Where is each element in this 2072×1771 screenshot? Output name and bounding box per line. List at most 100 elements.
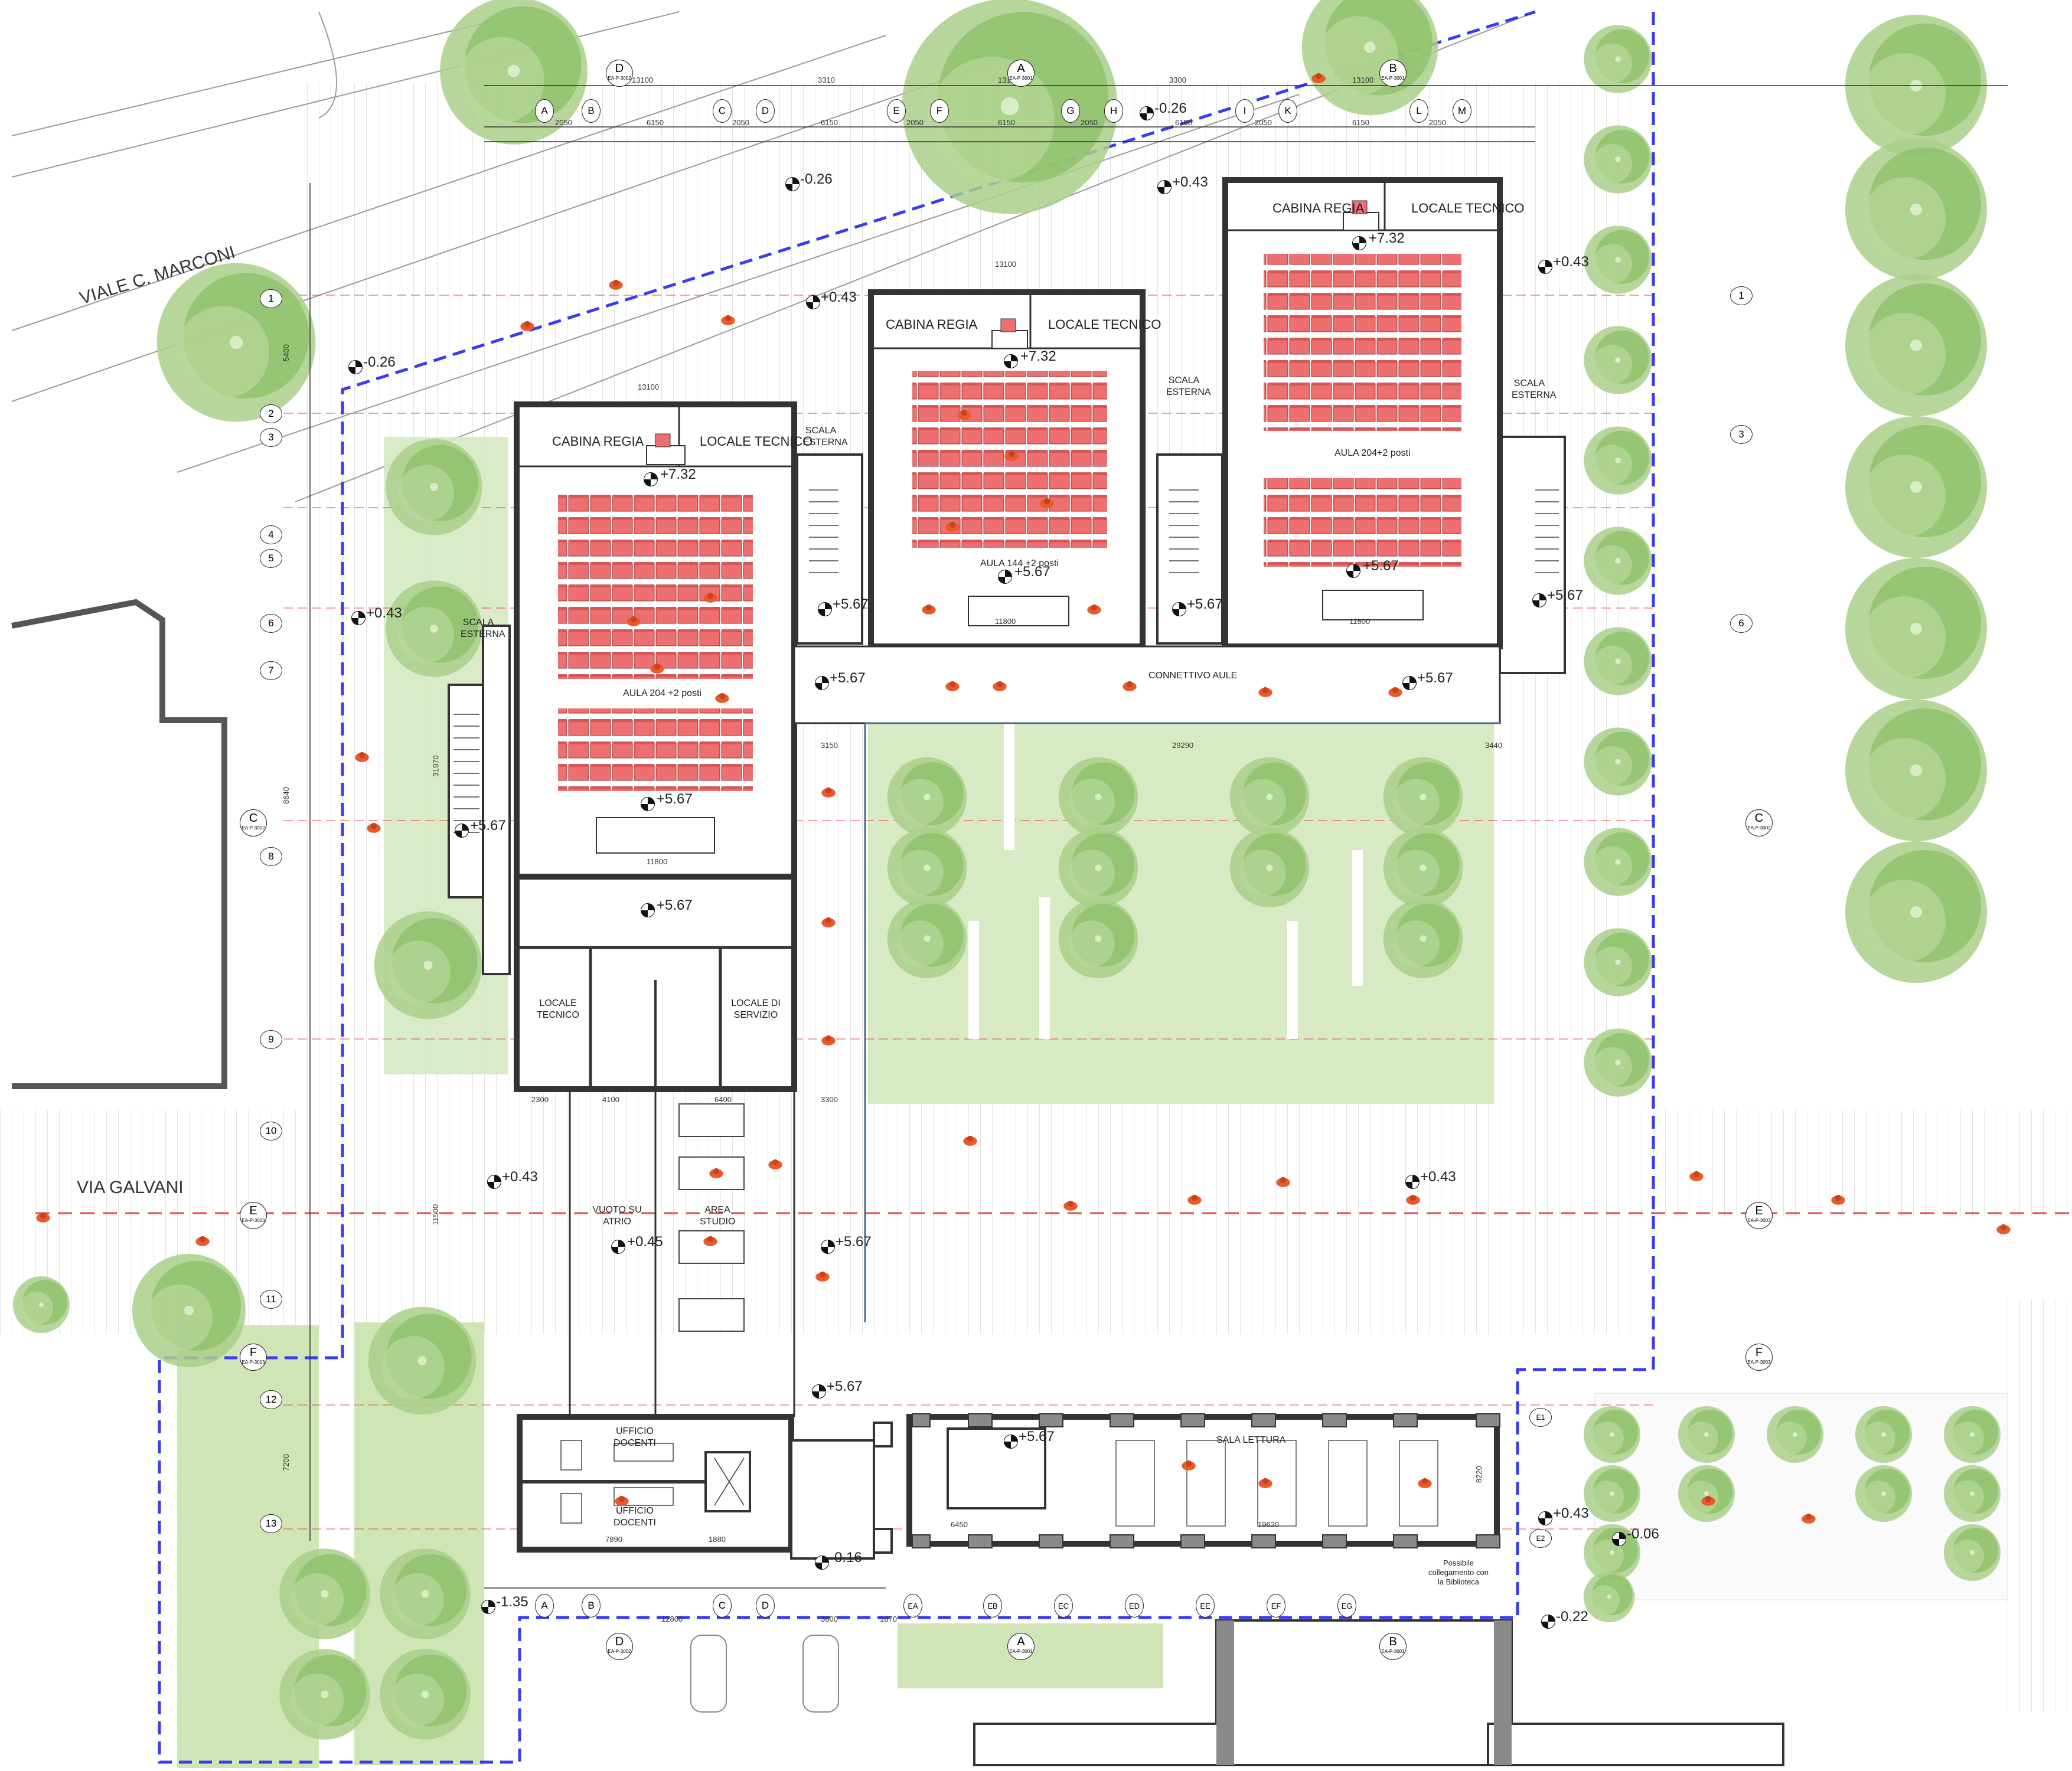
ufficio-docenti-1-label: UFFICIO DOCENTI xyxy=(614,1426,656,1448)
grid-column-a: A xyxy=(535,99,554,123)
elev-north: -0.26 xyxy=(1154,100,1187,116)
service-dim-1: 2300 xyxy=(531,1095,549,1104)
elevation-marker-icon xyxy=(1157,180,1172,194)
right-aula-locale-tecnico-label: LOCALE TECNICO xyxy=(1411,201,1525,215)
center-aula-elev-top: +7.32 xyxy=(1020,348,1056,364)
elevation-marker-icon xyxy=(1538,1511,1552,1525)
elevation-marker-icon xyxy=(815,1556,829,1570)
elevation-marker-icon xyxy=(1352,236,1366,250)
elevation-marker-icon xyxy=(1140,106,1154,120)
elevation-marker-icon xyxy=(1402,676,1417,690)
grid-row-5: 5 xyxy=(260,549,282,568)
grid-column-f: F xyxy=(930,99,949,123)
grid-column-bottom-b: B xyxy=(582,1594,601,1618)
top-dim-bay-2: 6150 xyxy=(647,118,664,127)
left-aula-cabina-regia-label: CABINA REGIA xyxy=(552,434,644,449)
elevation-marker-icon xyxy=(815,676,829,690)
grid-column-bottom-eb: EB xyxy=(983,1594,1002,1618)
section-letter: F xyxy=(249,1346,257,1359)
elevation-marker-icon xyxy=(348,360,363,374)
grid-row-6: 6 xyxy=(260,614,282,633)
connettivo-width: 3150 xyxy=(821,741,838,750)
section-ref: EA-P-3001 xyxy=(1009,1649,1033,1654)
elevation-marker-icon xyxy=(611,1240,625,1254)
area-studio-label: AREA STUDIO xyxy=(700,1205,736,1227)
grid-column-bottom-eg: EG xyxy=(1337,1594,1356,1618)
elevation-marker-icon xyxy=(785,177,800,191)
left-stair-elev: +5.67 xyxy=(470,818,506,834)
grid-column-b: B xyxy=(582,99,601,123)
elev-plaza-1: +0.43 xyxy=(821,289,857,305)
top-dim-bay-6: 6150 xyxy=(998,118,1015,127)
section-letter: B xyxy=(1389,62,1397,75)
section-ref: EA-P-3002 xyxy=(1747,825,1771,831)
grid-column-bottom-a: A xyxy=(535,1594,554,1618)
elevation-marker-icon xyxy=(1538,260,1552,274)
section-ref: EA-P-3003 xyxy=(242,1218,265,1223)
section-letter: D xyxy=(615,1635,624,1648)
section-letter: A xyxy=(1017,1635,1025,1648)
elev-low-4: -1.35 xyxy=(496,1594,528,1610)
atrium-right-elev: +5.67 xyxy=(836,1234,872,1250)
foyer-elev: +5.67 xyxy=(657,897,693,913)
sala-lettura-label: SALA LETTURA xyxy=(1216,1435,1286,1445)
left-aula-elev-top: +7.32 xyxy=(660,466,696,482)
elev-low-3: -0.22 xyxy=(1556,1609,1588,1625)
elevation-marker-icon xyxy=(1612,1532,1626,1546)
elevation-marker-icon xyxy=(1405,1175,1420,1189)
left-dim-mid: 8640 xyxy=(281,787,291,804)
grid-column-k: K xyxy=(1278,99,1297,123)
elevation-marker-icon xyxy=(487,1175,501,1189)
ufficio-dim-2: 1880 xyxy=(709,1535,726,1544)
elev-plaza-6: +0.43 xyxy=(1420,1169,1456,1185)
grid-column-m: M xyxy=(1453,99,1471,123)
grid-row-9: 9 xyxy=(260,1030,282,1049)
bottom-dim-parking-3: 1670 xyxy=(880,1615,897,1623)
grid-row-12: 12 xyxy=(260,1390,282,1409)
grid-column-bottom-ec: EC xyxy=(1054,1594,1073,1618)
grid-row-13: 13 xyxy=(260,1514,282,1533)
center-aula-locale-tecnico-label: LOCALE TECNICO xyxy=(1048,317,1161,332)
biblioteca-link-note: Possibile collegamento con la Biblioteca xyxy=(1428,1558,1489,1586)
grid-column-bottom-ef: EF xyxy=(1267,1594,1285,1618)
top-dim-bay-1: 2050 xyxy=(555,118,572,127)
right-aula-cabina-regia-label: CABINA REGIA xyxy=(1272,201,1365,215)
grid-row-right-3: 3 xyxy=(1730,425,1753,444)
top-dim-bay-4: 6150 xyxy=(821,118,838,127)
right-aula-stage-width: 11800 xyxy=(1349,617,1371,626)
grid-row-3: 3 xyxy=(260,428,282,447)
elev-low-1: -0.16 xyxy=(830,1550,862,1566)
grid-row-11: 11 xyxy=(260,1290,282,1309)
elevation-marker-icon xyxy=(1346,564,1360,578)
grid-column-l: L xyxy=(1409,99,1428,123)
street-label-via-galvani: VIA GALVANI xyxy=(77,1178,184,1197)
right-stair-elev: +5.67 xyxy=(1187,596,1223,612)
sala-lettura-dim-1: 6450 xyxy=(951,1520,968,1529)
section-letter: E xyxy=(1755,1204,1763,1217)
section-ref: EA-P-3001 xyxy=(1381,1649,1405,1654)
section-ref: EA-P-3002 xyxy=(242,825,265,831)
ufficio-dim-1: 7890 xyxy=(605,1535,622,1544)
top-dim-overall-1: 13100 xyxy=(632,76,654,84)
bottom-dim-parking-1: 12800 xyxy=(661,1615,683,1623)
right-aula-elev-bottom: +5.67 xyxy=(1363,558,1399,574)
section-ref: EA-P-3003 xyxy=(1747,1218,1771,1223)
connettivo-length: 29290 xyxy=(1172,741,1194,750)
grid-column-g: G xyxy=(1061,99,1080,123)
grid-row-right-e1: E1 xyxy=(1529,1408,1552,1427)
far-right-stair-elev: +5.67 xyxy=(1547,587,1583,603)
sala-lettura-elev: +5.67 xyxy=(1019,1429,1055,1445)
top-dim-bay-11: 2050 xyxy=(1429,118,1446,127)
center-aula-cabina-regia-label: CABINA REGIA xyxy=(886,317,978,332)
elevation-marker-icon xyxy=(1172,602,1186,616)
elevation-marker-icon xyxy=(481,1600,495,1614)
sala-lettura-depth: 8220 xyxy=(1474,1466,1483,1483)
center-aula-width: 13100 xyxy=(995,260,1017,269)
left-aula-name: AULA 204 +2 posti xyxy=(623,688,701,698)
elevation-marker-icon xyxy=(812,1384,826,1398)
right-scala-esterna-label: SCALA ESTERNA xyxy=(1166,375,1211,397)
